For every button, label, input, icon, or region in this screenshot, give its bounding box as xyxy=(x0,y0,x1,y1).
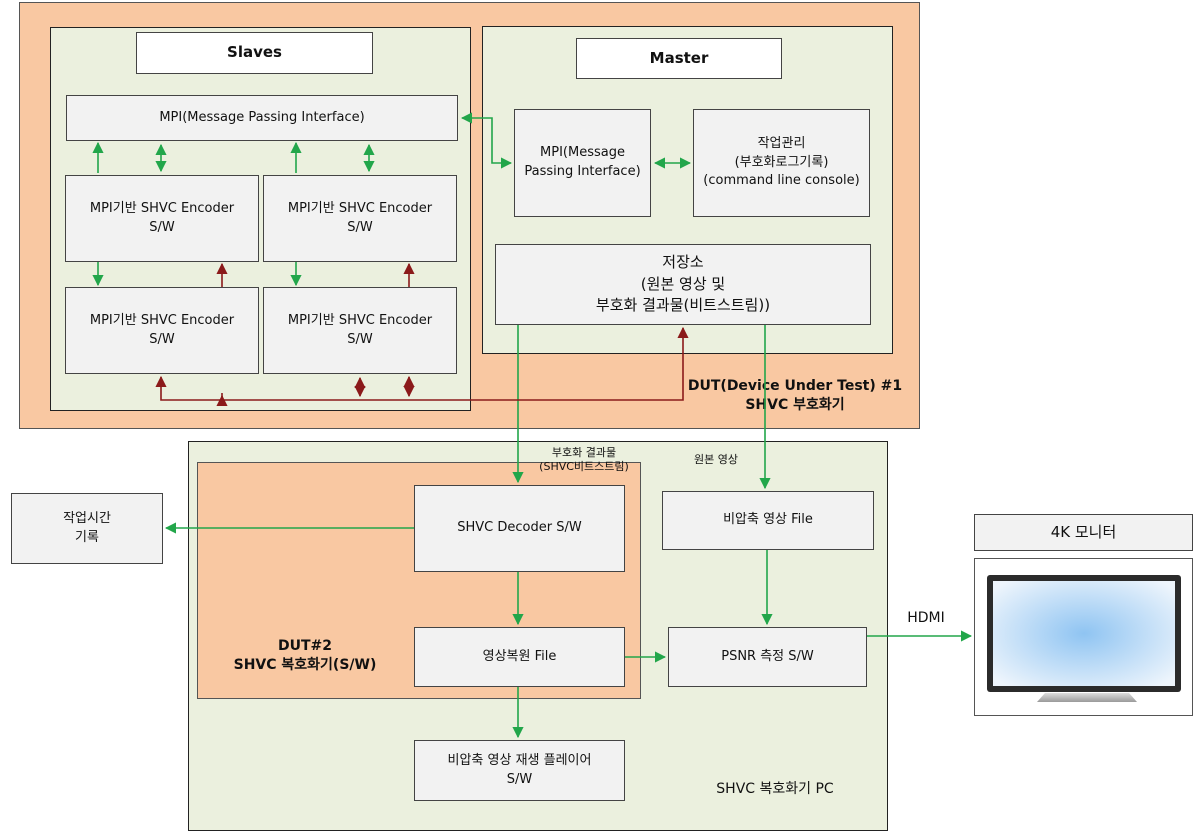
monitor-title: 4K 모니터 xyxy=(974,514,1193,551)
master-mpi-box: MPI(Message Passing Interface) xyxy=(514,109,651,217)
job-management-box: 작업관리 (부호화로그기록) (command line console) xyxy=(693,109,870,217)
restored-file-box: 영상복원 File xyxy=(414,627,625,687)
master-title: Master xyxy=(576,38,782,79)
psnr-box: PSNR 측정 S/W xyxy=(668,627,867,687)
encoder-box-2: MPI기반 SHVC Encoder S/W xyxy=(263,175,457,262)
encoder-box-1: MPI기반 SHVC Encoder S/W xyxy=(65,175,259,262)
bitstream-label: 부호화 결과물 (SHVC비트스트림) xyxy=(539,446,629,474)
storage-box: 저장소 (원본 영상 및 부호화 결과물(비트스트림)) xyxy=(495,244,871,325)
monitor-icon xyxy=(987,575,1181,702)
player-box: 비압축 영상 재생 플레이어 S/W xyxy=(414,740,625,801)
job-time-box: 작업시간 기록 xyxy=(11,493,163,564)
decoder-pc-label: SHVC 복호화기 PC xyxy=(716,781,834,797)
arrow-slaves-master-mpi xyxy=(460,112,513,169)
monitor-frame xyxy=(974,558,1193,716)
slaves-title: Slaves xyxy=(136,32,373,74)
monitor-stand xyxy=(1037,693,1137,702)
slaves-mpi-box: MPI(Message Passing Interface) xyxy=(66,95,458,141)
monitor-screen xyxy=(993,581,1175,686)
decoder-box: SHVC Decoder S/W xyxy=(414,485,625,572)
original-label: 원본 영상 xyxy=(694,453,738,466)
dut2-label: DUT#2 SHVC 복호화기(S/W) xyxy=(233,638,377,673)
dut1-label: DUT(Device Under Test) #1 SHVC 부호화기 xyxy=(687,378,903,413)
raw-file-box: 비압축 영상 File xyxy=(662,491,874,550)
hdmi-label: HDMI xyxy=(907,610,945,626)
bus-slaves-to-storage xyxy=(155,326,689,401)
